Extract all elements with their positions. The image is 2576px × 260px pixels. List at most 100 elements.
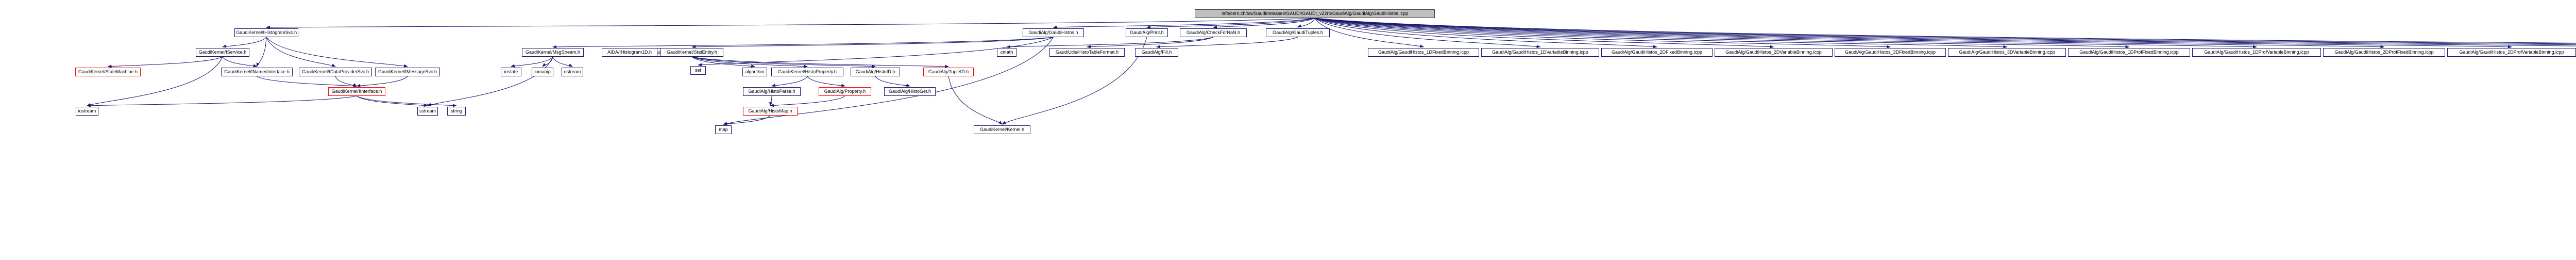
graph-edge: [1006, 37, 1214, 48]
graph-edge: [1314, 18, 2008, 48]
graph-edge: [511, 56, 553, 68]
graph-node-print_h[interactable]: GaudiAlg/Print.h: [1126, 28, 1168, 37]
graph-node-ghistos_h[interactable]: GaudiAlg/GaudiHistos.h: [1023, 28, 1084, 37]
graph-edge: [107, 56, 223, 68]
graph-edge: [691, 56, 755, 68]
graph-node-gaudihistos[interactable]: GaudiAlg/HistoGet.h: [884, 87, 936, 96]
graph-node-tuples_h[interactable]: GaudiAlg/GaudiTuples.h: [1266, 28, 1330, 37]
graph-node-label: GaudiAlg/HistoMap.h: [748, 108, 792, 113]
graph-node-p2df[interactable]: GaudiAlg/GaudiHistos_2DProfFixedBinning.…: [2323, 48, 2445, 57]
graph-edge: [222, 37, 267, 48]
graph-edge: [542, 56, 553, 67]
graph-edge: [1314, 18, 2130, 48]
graph-node-label: GaudiAlg/HistoID.h: [855, 69, 895, 74]
graph-node-label: GaudiAlg/HistoParse.h: [748, 89, 795, 94]
graph-node-histoparse[interactable]: GaudiAlg/HistoParse.h: [743, 87, 801, 96]
graph-node-label: map: [719, 127, 728, 132]
graph-edge: [807, 76, 845, 87]
graph-node-set[interactable]: set: [690, 66, 706, 75]
graph-node-label: GaudiAlg/CheckForNaN.h: [1186, 30, 1241, 35]
graph-node-p1dv[interactable]: GaudiAlg/GaudiHistos_1DProfVariableBinni…: [2192, 48, 2321, 57]
graph-node-label: GaudiAlg/GaudiHistos_3DVariableBinning.i…: [1959, 50, 2055, 55]
graph-node-tablefmt[interactable]: GaudiUtils/HistoTableFormat.h: [1049, 48, 1125, 57]
graph-edge: [875, 76, 910, 87]
graph-node-string2[interactable]: string: [447, 107, 466, 116]
graph-edge: [691, 56, 949, 68]
graph-node-iservice[interactable]: GaudiKernel/IService.h: [196, 48, 249, 57]
graph-node-nan_h[interactable]: GaudiAlg/CheckForNaN.h: [1180, 28, 1247, 37]
graph-edge: [357, 95, 428, 107]
graph-node-label: sstream: [419, 108, 436, 113]
graph-node-label: iostate: [504, 69, 518, 74]
graph-node-histolabel[interactable]: GaudiAlg/HistoMap.h: [743, 107, 798, 116]
graph-node-gk_stat[interactable]: GaudiKernel/StatEntity.h: [660, 48, 723, 57]
graph-node-i3df[interactable]: GaudiAlg/GaudiHistos_3DFixedBinning.icpp: [1835, 48, 1946, 57]
graph-node-math[interactable]: cmath: [997, 48, 1016, 57]
graph-node-label: GaudiKernel/StateMachine.h: [78, 69, 138, 74]
graph-edge: [1053, 18, 1315, 29]
graph-node-gaudikernel[interactable]: GaudiKernel/Kernel.h: [974, 125, 1030, 134]
graph-node-root[interactable]: /afs/cern.ch/sw/Gaudi/releases/GAUDI/GAU…: [1195, 9, 1435, 18]
graph-node-p1df[interactable]: GaudiAlg/GaudiHistos_1DProfFixedBinning.…: [2068, 48, 2190, 57]
graph-edge: [1297, 18, 1315, 28]
graph-node-map2[interactable]: map: [715, 125, 732, 134]
graph-edge: [266, 37, 336, 67]
graph-edge: [266, 18, 1315, 29]
graph-node-ostream[interactable]: ostream: [562, 68, 583, 76]
graph-node-i1dv[interactable]: GaudiAlg/GaudiHistos_1DVariableBinning.i…: [1481, 48, 1599, 57]
graph-node-label: GaudiAlg/Fill.h: [1141, 50, 1172, 55]
graph-node-iinterface[interactable]: GaudiKernel/IInterface.h: [328, 87, 385, 96]
graph-node-iostate[interactable]: iostate: [501, 68, 521, 76]
graph-edge: [257, 76, 358, 88]
graph-node-propertymgr[interactable]: GaudiAlg/Property.h: [819, 87, 871, 96]
graph-node-label: GaudiAlg/GaudiTuples.h: [1273, 30, 1323, 35]
graph-node-gaudihistid[interactable]: GaudiAlg/HistoID.h: [851, 68, 900, 76]
graph-node-i2dv[interactable]: GaudiAlg/GaudiHistos_2DVariableBinning.i…: [1715, 48, 1833, 57]
graph-edge: [256, 37, 267, 67]
graph-node-label: GaudiKernel/HistoProperty.h: [778, 69, 837, 74]
graph-node-histoprop[interactable]: GaudiKernel/HistoProperty.h: [771, 68, 843, 76]
graph-edge: [222, 56, 258, 67]
graph-edge: [1213, 18, 1315, 29]
graph-node-label: GaudiKernel/IHistogramSvc.h: [236, 30, 297, 35]
graph-node-ihistsvc[interactable]: GaudiKernel/IHistogramSvc.h: [234, 28, 298, 37]
graph-node-label: GaudiKernel/IDataProviderSvc.h: [301, 69, 369, 74]
graph-edge: [948, 76, 1003, 125]
graph-edge: [1314, 18, 2576, 46]
graph-node-inamedif[interactable]: GaudiKernel/INamedInterface.h: [221, 68, 293, 76]
graph-edge: [1314, 18, 1891, 48]
graph-edge: [1156, 37, 1298, 48]
graph-node-label: GaudiKernel/Kernel.h: [979, 127, 1025, 132]
graph-node-iomanip[interactable]: iomanip: [532, 68, 553, 76]
graph-node-gaudituple[interactable]: GaudiAlg/TupleID.h: [923, 68, 974, 76]
graph-edge: [552, 56, 573, 67]
graph-node-sstream[interactable]: sstream: [417, 107, 438, 116]
graph-node-hhisto1d[interactable]: AIDA/IHistogram1D.h: [602, 48, 657, 57]
graph-node-i3dv[interactable]: GaudiAlg/GaudiHistos_3DVariableBinning.i…: [1948, 48, 2066, 57]
graph-node-imessage[interactable]: GaudiKernel/IMessageSvc.h: [375, 68, 440, 76]
graph-node-iostream[interactable]: iostream: [76, 107, 98, 116]
graph-edge: [357, 95, 457, 107]
graph-edge: [1314, 18, 2576, 44]
graph-node-i2df[interactable]: GaudiAlg/GaudiHistos_2DFixedBinning.icpp: [1601, 48, 1713, 57]
graph-edge: [266, 37, 408, 68]
graph-node-label: GaudiAlg/GaudiHistos_2DProfVariableBinni…: [2459, 50, 2564, 55]
graph-node-p2dv[interactable]: GaudiAlg/GaudiHistos_2DProfVariableBinni…: [2447, 48, 2576, 57]
graph-node-label: GaudiKernel/IInterface.h: [331, 89, 382, 94]
graph-node-label: GaudiKernel/IService.h: [198, 50, 247, 55]
graph-edge: [427, 56, 553, 106]
graph-node-i1df[interactable]: GaudiAlg/GaudiHistos_1DFixedBinning.icpp: [1368, 48, 1479, 57]
graph-edge: [770, 95, 845, 107]
graph-edge: [691, 56, 808, 68]
graph-node-gaudistr[interactable]: GaudiAlg/Fill.h: [1135, 48, 1178, 57]
graph-node-label: GaudiKernel/IMessageSvc.h: [378, 69, 437, 74]
graph-node-msgstream[interactable]: GaudiKernel/MsgStream.h: [522, 48, 584, 57]
graph-edge: [691, 37, 1054, 48]
graph-node-statemach[interactable]: GaudiKernel/StateMachine.h: [75, 68, 141, 76]
graph-node-algorithm[interactable]: algorithm: [742, 68, 767, 76]
graph-edge: [1314, 18, 2576, 45]
graph-node-idataprov[interactable]: GaudiKernel/IDataProviderSvc.h: [299, 68, 372, 76]
graph-node-label: string: [450, 108, 462, 113]
graph-node-label: set: [694, 68, 701, 73]
